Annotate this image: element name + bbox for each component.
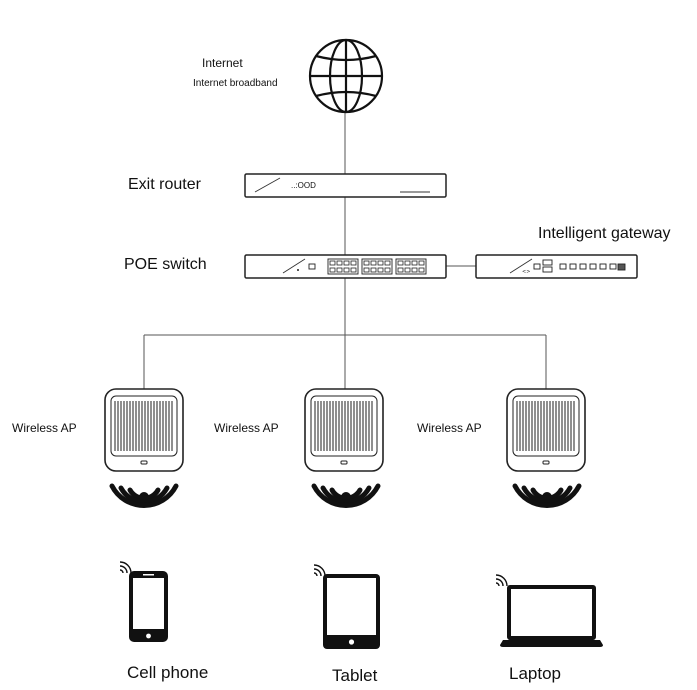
cell-phone-label: Cell phone xyxy=(127,663,209,682)
wireless-ap-icon-3 xyxy=(506,388,586,472)
globe-icon xyxy=(308,38,384,114)
gateway-icon: <> xyxy=(475,254,638,279)
poe-switch-label: POE switch xyxy=(124,256,207,273)
cell-phone-icon xyxy=(119,561,168,642)
router-model-text: ..:OOD xyxy=(291,181,316,190)
wireless-ap-label-2: Wireless AP xyxy=(214,421,279,435)
wifi-signal-icon-1 xyxy=(112,486,176,506)
wireless-ap-icon-2 xyxy=(304,388,384,472)
svg-text:<>: <> xyxy=(522,269,530,275)
poe-switch-icon xyxy=(244,254,447,279)
tablet-label: Tablet xyxy=(332,666,378,685)
router-icon xyxy=(244,173,447,198)
wireless-ap-label-3: Wireless AP xyxy=(417,421,482,435)
connection-lines xyxy=(143,112,547,389)
laptop-icon xyxy=(495,574,603,647)
tablet-icon xyxy=(313,564,380,649)
exit-router-label: Exit router xyxy=(128,176,201,193)
wireless-ap-icon-1 xyxy=(104,388,184,472)
wireless-ap-label-1: Wireless AP xyxy=(12,421,77,435)
wifi-signal-icon-2 xyxy=(314,486,378,506)
laptop-label: Laptop xyxy=(509,664,561,683)
wifi-signal-icon-3 xyxy=(515,486,579,506)
internet-broadband-label: Internet broadband xyxy=(193,78,278,89)
internet-label: Internet xyxy=(202,56,243,70)
intelligent-gateway-label: Intelligent gateway xyxy=(538,225,671,242)
